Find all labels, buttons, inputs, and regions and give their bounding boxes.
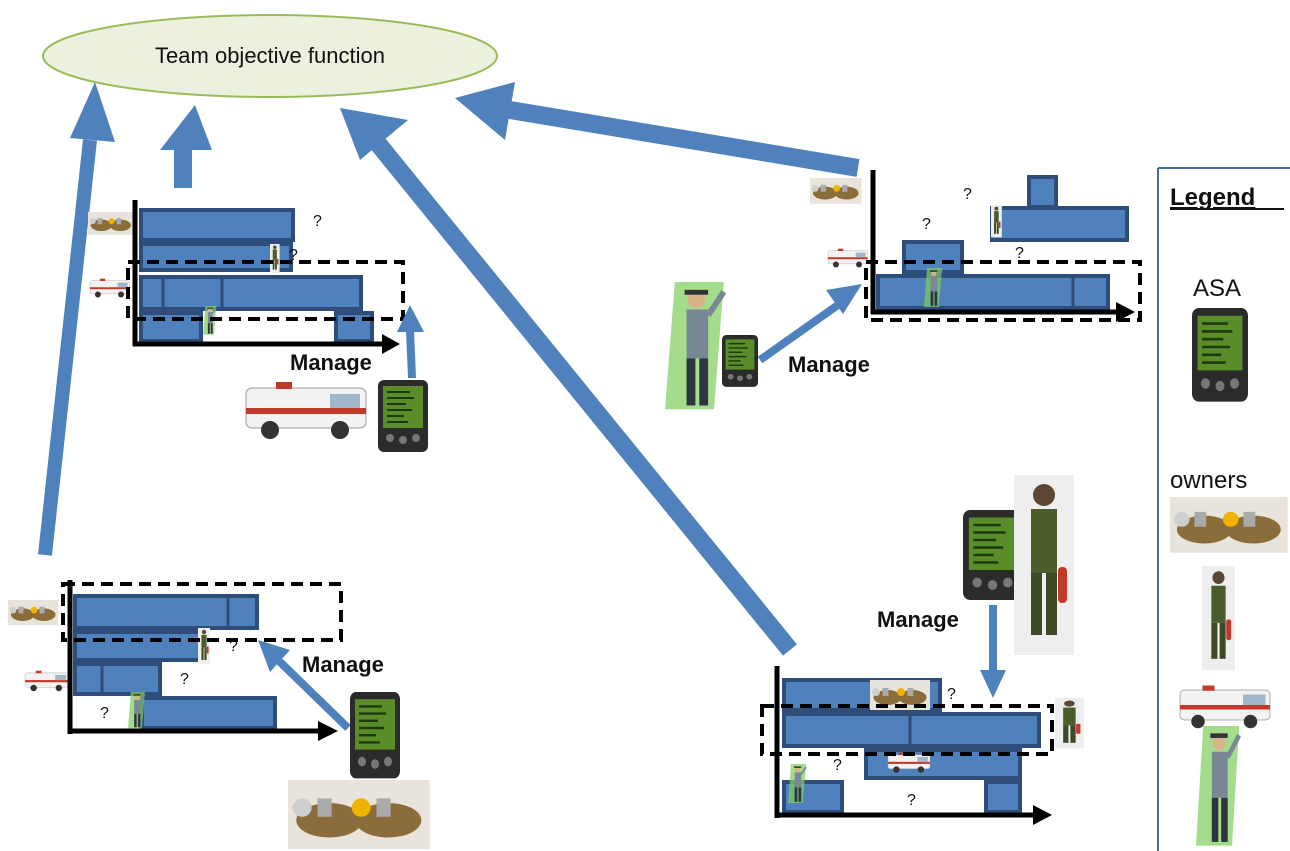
legend-asa-label: ASA bbox=[1193, 275, 1241, 302]
team-objective-function: Team objective function bbox=[42, 14, 498, 98]
legend-owners-label: owners bbox=[1170, 467, 1247, 494]
manage-label: Manage bbox=[877, 607, 959, 632]
schedule-bar bbox=[139, 275, 363, 311]
asa-device-icon bbox=[961, 508, 1024, 602]
unknown-marker: ? bbox=[907, 792, 916, 809]
selected-slot-dashed bbox=[126, 260, 405, 321]
manage-label: Manage bbox=[788, 352, 870, 377]
police-officer-icon bbox=[787, 763, 807, 804]
manage-label: Manage bbox=[290, 350, 372, 375]
objective-label: Team objective function bbox=[155, 43, 385, 68]
firefighters-crawling-icon bbox=[8, 600, 59, 626]
selected-slot-dashed bbox=[760, 704, 1054, 756]
arrow-team-to-objective bbox=[38, 82, 115, 556]
unknown-marker: ? bbox=[100, 705, 109, 722]
firefighters-crawling-icon bbox=[1170, 497, 1288, 553]
arrow-police-panel-to-objective bbox=[455, 82, 860, 177]
schedule-bar bbox=[139, 311, 203, 343]
selected-slot-dashed bbox=[61, 582, 343, 642]
legend-asa-device-icon bbox=[1190, 306, 1250, 403]
unknown-marker: ? bbox=[947, 686, 956, 703]
firefighter-standing-manager-icon bbox=[1014, 475, 1074, 655]
ambulance-icon bbox=[24, 670, 69, 692]
schedule-bar bbox=[139, 208, 295, 242]
unknown-marker: ? bbox=[229, 638, 238, 655]
unknown-marker: ? bbox=[289, 247, 298, 264]
schedule-bar bbox=[73, 662, 162, 696]
firefighter-standing-icon bbox=[1055, 698, 1084, 749]
firefighter-standing-icon bbox=[991, 205, 1002, 238]
arrow-firefighter-panel-to-objective bbox=[340, 108, 797, 656]
ambulance-icon bbox=[89, 278, 130, 298]
schedule-bar bbox=[902, 240, 964, 274]
schedule-bar bbox=[990, 206, 1129, 242]
firefighter-standing-icon bbox=[198, 628, 210, 664]
arrow-ambulance-panel-to-objective bbox=[160, 105, 212, 188]
schedule-bar bbox=[73, 594, 259, 630]
firefighter-standing-icon bbox=[1202, 566, 1235, 671]
firefighters-crawling-icon bbox=[88, 212, 134, 235]
schedule-bar bbox=[984, 780, 1022, 814]
ambulance-icon bbox=[1179, 685, 1271, 729]
firefighter-standing-icon bbox=[270, 244, 280, 273]
asa-device-icon bbox=[721, 334, 759, 388]
police-manager-icon bbox=[665, 282, 724, 409]
ambulance-icon bbox=[827, 248, 868, 268]
unknown-marker: ? bbox=[922, 216, 931, 233]
police-officer-icon bbox=[923, 267, 943, 308]
selected-slot-dashed bbox=[864, 260, 1142, 322]
schedule-bar bbox=[140, 696, 277, 730]
unknown-marker: ? bbox=[313, 213, 322, 230]
manage-label: Manage bbox=[302, 652, 384, 677]
unknown-marker: ? bbox=[963, 186, 972, 203]
unknown-marker: ? bbox=[180, 671, 189, 688]
ambulance-manager-icon bbox=[245, 381, 367, 440]
manage-arrow bbox=[980, 605, 1006, 698]
police-officer-icon bbox=[1196, 726, 1239, 846]
arrows-to-objective bbox=[38, 82, 860, 656]
firefighters-crawling-manager-icon bbox=[288, 780, 430, 849]
ambulance-schedule-panel: ? ? Manage bbox=[88, 200, 429, 453]
legend-title: Legend bbox=[1170, 184, 1255, 211]
firefighters-crawling-icon bbox=[810, 178, 862, 204]
unknown-marker: ? bbox=[833, 757, 842, 774]
firefighter-schedule-panel: ? ? ? Manage bbox=[760, 475, 1084, 825]
asa-device-icon bbox=[377, 379, 429, 453]
police-officer-icon bbox=[127, 691, 146, 730]
police-schedule-panel: ? ? ? Manage bbox=[665, 170, 1142, 409]
manage-arrow bbox=[757, 284, 862, 364]
schedule-bar bbox=[73, 630, 202, 662]
schedule-bar bbox=[876, 274, 1110, 310]
unknown-marker: ? bbox=[1015, 245, 1024, 262]
manage-arrow bbox=[397, 305, 424, 379]
manage-arrow bbox=[258, 640, 351, 731]
asa-device-icon bbox=[348, 690, 402, 780]
schedule-bar bbox=[139, 242, 293, 272]
firefighter-team-schedule-panel: ? ? ? Manage bbox=[8, 580, 430, 849]
schedule-bar bbox=[1027, 175, 1058, 209]
legend-panel: Legend ASA owners bbox=[1157, 167, 1290, 851]
